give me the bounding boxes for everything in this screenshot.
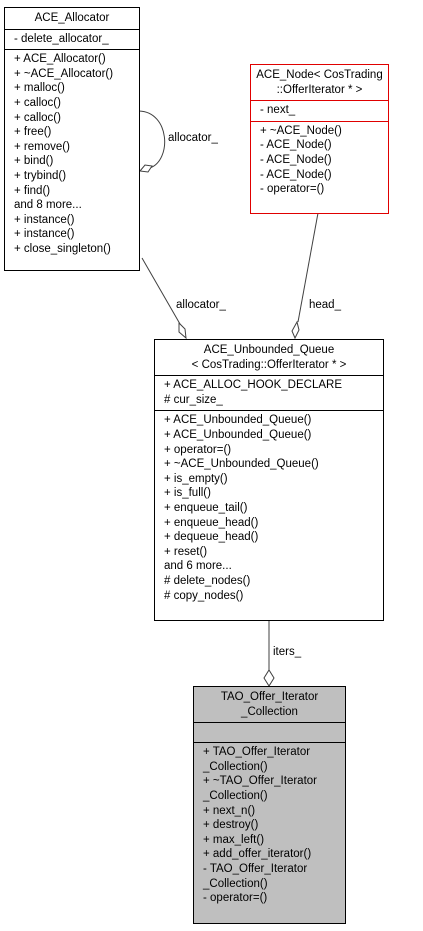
method: + ~ACE_Node() xyxy=(260,124,342,137)
attribute-section: + ACE_ALLOC_HOOK_DECLARE # cur_size_ xyxy=(155,375,383,410)
method: + max_left() xyxy=(203,833,265,846)
attribute: - next_ xyxy=(260,104,296,117)
diamond-allocator-queue xyxy=(178,321,187,340)
method: # delete_nodes() xyxy=(164,574,251,587)
diamond-self-allocator xyxy=(139,164,153,173)
class-title-line: ACE_Allocator xyxy=(34,12,110,24)
class-title-line: _Collection xyxy=(241,705,298,718)
method: - operator=() xyxy=(203,892,268,905)
method: + destroy() xyxy=(203,819,259,832)
method: + is_empty() xyxy=(164,472,228,485)
method: + next_n() xyxy=(203,804,256,817)
method: + operator=() xyxy=(164,443,232,456)
edge-allocator-queue xyxy=(141,257,181,325)
method: + calloc() xyxy=(14,111,61,124)
method: + instance() xyxy=(14,228,75,241)
method-section: + ~ACE_Node() - ACE_Node() - ACE_Node() … xyxy=(251,120,388,200)
attribute-section xyxy=(194,722,345,742)
class-title-line: ::OfferIterator * > xyxy=(276,83,363,96)
edge-self-allocator xyxy=(138,110,166,169)
method: + bind() xyxy=(14,155,54,168)
class-title-line: ACE_Unbounded_Queue xyxy=(203,344,335,356)
method: + ACE_Unbounded_Queue() xyxy=(164,414,312,427)
method: + reset() xyxy=(164,545,208,558)
method: + dequeue_head() xyxy=(164,531,259,544)
method: + TAO_Offer_Iterator xyxy=(203,746,311,759)
diamond-queue-collection xyxy=(263,669,275,687)
method: _Collection() xyxy=(203,760,268,773)
attribute-section: - delete_allocator_ xyxy=(5,28,139,50)
class-ace-unbounded-queue[interactable]: ACE_Unbounded_Queue < CosTrading::OfferI… xyxy=(154,339,384,621)
method: and 8 more... xyxy=(14,199,82,212)
class-ace-node[interactable]: ACE_Node< CosTrading ::OfferIterator * >… xyxy=(250,64,389,214)
class-title: ACE_Allocator xyxy=(5,8,139,29)
attribute: + ACE_ALLOC_HOOK_DECLARE xyxy=(164,379,343,392)
method: + calloc() xyxy=(14,96,61,109)
class-title-line: ACE_Node< CosTrading xyxy=(256,69,383,81)
class-title: TAO_Offer_Iterator _Collection xyxy=(194,687,345,722)
class-title-line: TAO_Offer_Iterator xyxy=(220,691,319,703)
method: - TAO_Offer_Iterator xyxy=(203,862,308,875)
attribute: - delete_allocator_ xyxy=(14,32,109,45)
method: _Collection() xyxy=(203,877,268,890)
method: - ACE_Node() xyxy=(260,168,332,181)
method: + is_full() xyxy=(164,487,211,500)
class-title: ACE_Node< CosTrading ::OfferIterator * > xyxy=(251,65,388,100)
method: + ~ACE_Allocator() xyxy=(14,67,114,80)
attribute-section: - next_ xyxy=(251,100,388,121)
method: - ACE_Node() xyxy=(260,139,332,152)
method: + add_offer_iterator() xyxy=(203,848,312,861)
method: + malloc() xyxy=(14,82,65,95)
method-section: + ACE_Unbounded_Queue() + ACE_Unbounded_… xyxy=(155,410,383,606)
method: + enqueue_tail() xyxy=(164,501,248,514)
method: _Collection() xyxy=(203,789,268,802)
method: + ACE_Allocator() xyxy=(14,53,106,66)
method: + instance() xyxy=(14,213,75,226)
method-section: + TAO_Offer_Iterator _Collection() + ~TA… xyxy=(194,742,345,909)
class-tao-offer-iterator-collection[interactable]: TAO_Offer_Iterator _Collection + TAO_Off… xyxy=(193,686,346,924)
method: + trybind() xyxy=(14,169,67,182)
edge-label-self-allocator: allocator_ xyxy=(168,132,218,144)
method: + remove() xyxy=(14,140,70,153)
method: + ~ACE_Unbounded_Queue() xyxy=(164,458,319,471)
method: + free() xyxy=(14,126,52,139)
method: - ACE_Node() xyxy=(260,153,332,166)
method: # copy_nodes() xyxy=(164,589,244,602)
class-title: ACE_Unbounded_Queue < CosTrading::OfferI… xyxy=(155,340,383,375)
class-title-line: < CosTrading::OfferIterator * > xyxy=(191,358,347,371)
attribute: # cur_size_ xyxy=(164,393,223,406)
method-section: + ACE_Allocator() + ~ACE_Allocator() + m… xyxy=(5,49,139,259)
edge-label-allocator-queue: allocator_ xyxy=(176,299,226,311)
edge-label-node-queue: head_ xyxy=(309,299,341,311)
method: + ACE_Unbounded_Queue() xyxy=(164,428,312,441)
method: + ~TAO_Offer_Iterator xyxy=(203,775,317,788)
method: and 6 more... xyxy=(164,560,232,573)
edge-node-queue xyxy=(297,212,319,323)
method: + enqueue_head() xyxy=(164,516,259,529)
method: - operator=() xyxy=(260,183,325,196)
edge-label-queue-collection: iters_ xyxy=(273,646,302,658)
method: + find() xyxy=(14,184,51,197)
diamond-node-queue xyxy=(291,320,300,340)
method: + close_singleton() xyxy=(14,242,111,255)
class-ace-allocator[interactable]: ACE_Allocator - delete_allocator_ + ACE_… xyxy=(4,7,140,271)
